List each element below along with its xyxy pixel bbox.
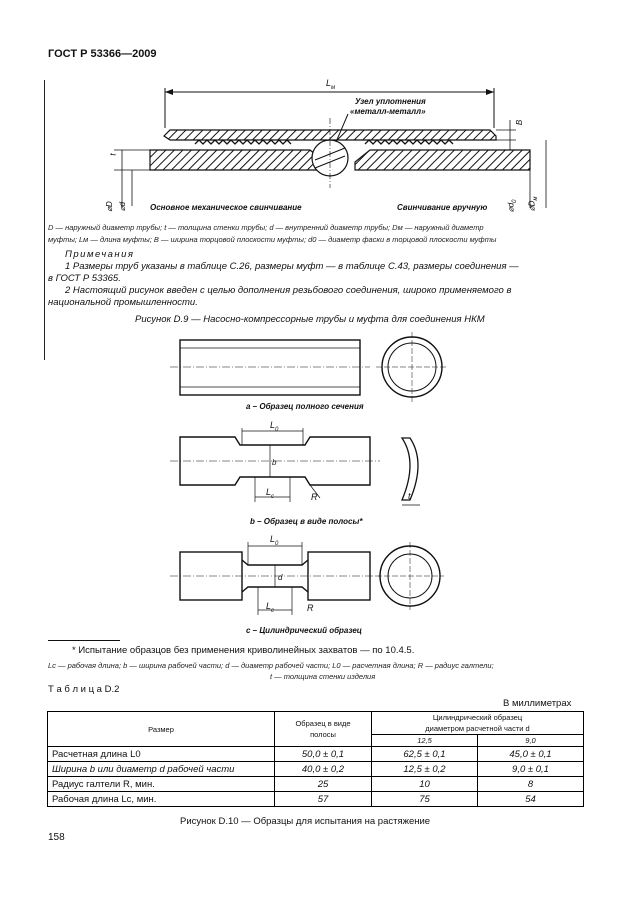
b-L0-label: L0 [270,420,279,433]
main-makeup-label: Основное механическое свинчивание [150,203,302,212]
note1-line2: в ГОСТ Р 53365. [48,273,121,284]
table-row: Ширина b или диаметр d рабочей части 40,… [47,761,584,777]
note1-line1: 1 Размеры труб указаны в таблице С.26, р… [65,261,519,272]
t-dimension-label: t [108,153,118,156]
c-L0-label: L0 [270,534,279,547]
head-12-5: 12,5 [371,734,478,747]
figure-d10-drawing [170,332,448,615]
table-row: Рабочая длина Lc, мин. 57 75 54 [47,791,584,807]
row-strip: 25 [274,776,372,792]
D-dimension-label: ⌀D [104,201,114,212]
row-name: Радиус галтели R, мин. [47,776,275,792]
notes-title: Примечания [65,249,135,260]
fig-d9-caption: Рисунок D.9 — Насосно-компрессорные труб… [135,314,485,325]
b-width-label: b [272,458,277,467]
row-name: Расчетная длина L0 [47,746,275,762]
row-c90: 45,0 ± 0,1 [477,746,584,762]
b-Lc-label: Lc [266,487,275,500]
footnote-text: * Испытание образцов без применения крив… [72,645,415,656]
fig-d10-legend-line1: Lc — рабочая длина; b — ширина рабочей ч… [48,661,494,670]
fig-d9-legend-line2: муфты; Lм — длина муфты; B — ширина торц… [48,235,497,244]
c-radius-label: R [307,603,314,613]
d-dimension-label: ⌀d [118,201,128,212]
row-c90: 54 [477,791,584,807]
row-c125: 12,5 ± 0,2 [371,761,478,777]
row-c125: 75 [371,791,478,807]
c-Lc-label: Lc [266,601,275,614]
table-title: Т а б л и ц а D.2 [48,684,120,695]
row-strip: 40,0 ± 0,2 [274,761,372,777]
row-strip: 57 [274,791,372,807]
lm-dimension-label: Lм [326,78,336,91]
page-header: ГОСТ Р 53366—2009 [48,48,157,60]
fig-d10-caption: Рисунок D.10 — Образцы для испытания на … [180,816,431,827]
head-size: Размер [47,711,275,747]
fig-d9-legend-line1: D — наружный диаметр трубы; t — толщина … [48,223,484,232]
seal-label-line2: «металл-металл» [350,107,426,116]
row-c90: 8 [477,776,584,792]
head-9-0: 9,0 [477,734,584,747]
note2-line2: национальной промышленности. [48,297,198,308]
margin-rule [44,80,45,360]
seal-label-line1: Узел уплотнения [355,97,426,106]
table-row: Радиус галтели R, мин. 25 10 8 [47,776,584,792]
row-c90: 9,0 ± 0,1 [477,761,584,777]
table-units: В миллиметрах [503,698,572,709]
row-c125: 10 [371,776,478,792]
figure-d9-drawing [114,88,547,208]
Dm-dimension-label: ⌀Dм [527,196,540,212]
table-row: Расчетная длина L0 50,0 ± 0,1 62,5 ± 0,1… [47,746,584,762]
b-dimension-label: B [515,119,525,126]
d0-dimension-label: ⌀d0 [506,199,519,213]
specimen-a-label: a – Образец полного сечения [246,402,364,411]
footnote-rule [48,640,120,641]
hand-makeup-label: Свинчивание вручную [397,203,488,212]
row-name: Рабочая длина Lc, мин. [47,791,275,807]
fig-d10-legend-line2: t — толщина стенки изделия [270,672,376,681]
row-name: Ширина b или диаметр d рабочей части [47,761,275,777]
c-diameter-label: d [278,573,283,582]
b-thickness-label: t [408,491,411,501]
row-strip: 50,0 ± 0,1 [274,746,372,762]
specimen-c-label: c – Цилиндрический образец [246,626,362,635]
b-radius-label: R [311,492,318,502]
specimen-b-label: b – Образец в виде полосы* [250,517,363,526]
note2-line1: 2 Настоящий рисунок введен с целью допол… [65,285,512,296]
page-number: 158 [48,832,65,843]
row-c125: 62,5 ± 0,1 [371,746,478,762]
